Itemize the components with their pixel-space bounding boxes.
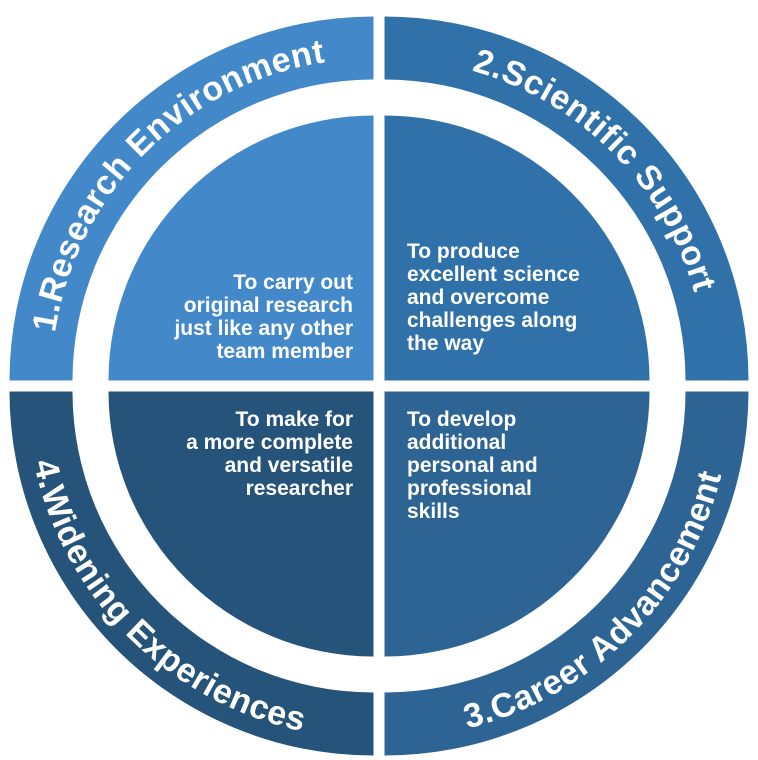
career-advancement-ring	[384, 391, 749, 756]
scientific-support-ring	[384, 16, 749, 381]
career-advancement-description: To develop additional personal and profe…	[407, 408, 538, 523]
research-environment-disc	[108, 115, 374, 381]
scientific-support-disc	[384, 115, 650, 381]
widening-experiences-description: To make for a more complete and versatil…	[186, 408, 353, 500]
research-environment-ring	[9, 16, 374, 381]
widening-experiences-ring	[9, 391, 374, 756]
scientific-support-description: To produce excellent science and overcom…	[407, 240, 580, 355]
widening-experiences-disc	[108, 391, 374, 657]
research-environment-description: To carry out original research just like…	[174, 271, 353, 363]
career-advancement-disc	[384, 391, 650, 657]
